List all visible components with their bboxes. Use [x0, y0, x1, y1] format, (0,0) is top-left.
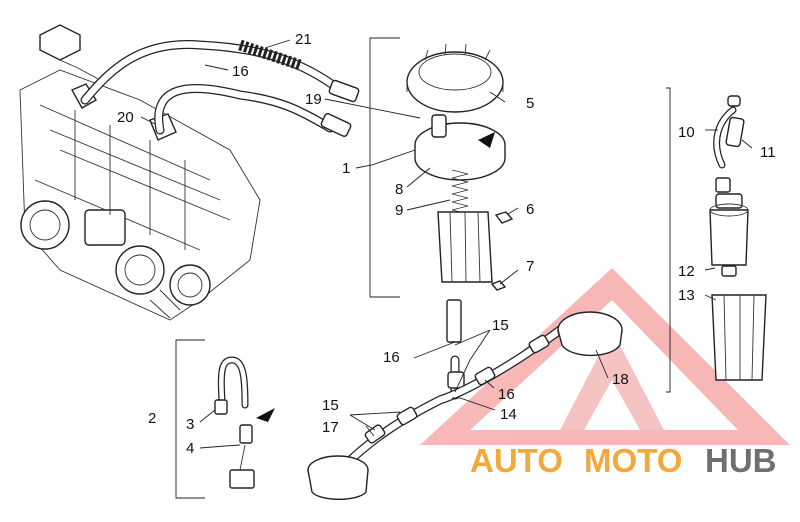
watermark-m-mark — [560, 330, 664, 430]
watermark-auto: AUTO — [470, 442, 563, 479]
arrow-indicator — [478, 132, 495, 148]
pump-housing-body — [437, 211, 493, 343]
watermark-triangle — [420, 268, 790, 445]
wire-harness-group2 — [214, 356, 275, 489]
callout-20: 20 — [117, 109, 134, 126]
fuel-hoses-upper — [80, 39, 360, 137]
watermark-hub: HUB — [705, 442, 777, 479]
callout-4: 4 — [186, 440, 194, 457]
arrow-indicator-2 — [256, 408, 275, 422]
fuel-lines-lower — [335, 325, 565, 475]
pump-top-plate-part8 — [414, 114, 506, 181]
pump-subassembly-parts10-13 — [709, 95, 767, 381]
callout-1: 1 — [342, 160, 350, 177]
callout-3: 3 — [186, 416, 194, 433]
group2-bracket — [175, 339, 205, 499]
callout-15a: 15 — [492, 317, 509, 334]
fuel-filter-part17 — [307, 455, 369, 501]
callout-15b: 15 — [322, 397, 339, 414]
callout-5: 5 — [526, 95, 534, 112]
spring-part9 — [451, 169, 469, 215]
callout-16c: 16 — [498, 386, 515, 403]
callout-labels: 1 2 3 4 5 6 7 8 9 10 11 12 13 14 15 15 1… — [117, 31, 776, 457]
watermark-logo — [420, 268, 790, 445]
callout-13: 13 — [678, 287, 695, 304]
callout-18: 18 — [612, 371, 629, 388]
callout-17: 17 — [322, 419, 339, 436]
callout-2: 2 — [148, 410, 156, 427]
callout-10: 10 — [678, 124, 695, 141]
callout-9: 9 — [395, 202, 403, 219]
hose-sleeve — [238, 39, 302, 71]
nut-part7 — [490, 280, 507, 291]
callout-21: 21 — [295, 31, 312, 48]
group1-bracket — [369, 37, 400, 298]
callout-7: 7 — [526, 258, 534, 275]
callout-6: 6 — [526, 201, 534, 218]
nut-part6 — [494, 211, 514, 224]
watermark-wordmark: AUTO MOTO HUB — [470, 442, 777, 479]
pulse-valve-part18 — [557, 311, 623, 357]
callout-12: 12 — [678, 263, 695, 280]
watermark-moto: MOTO — [584, 442, 682, 479]
callout-16a: 16 — [232, 63, 249, 80]
callout-16b: 16 — [383, 349, 400, 366]
callout-14: 14 — [500, 406, 517, 423]
leader-lines — [140, 39, 753, 449]
group-pump-bracket — [666, 87, 671, 393]
callout-11: 11 — [760, 144, 776, 161]
callout-19: 19 — [305, 91, 322, 108]
lock-ring-part5 — [406, 43, 504, 113]
engine-carburetor-assembly — [19, 24, 261, 321]
callout-8: 8 — [395, 181, 403, 198]
